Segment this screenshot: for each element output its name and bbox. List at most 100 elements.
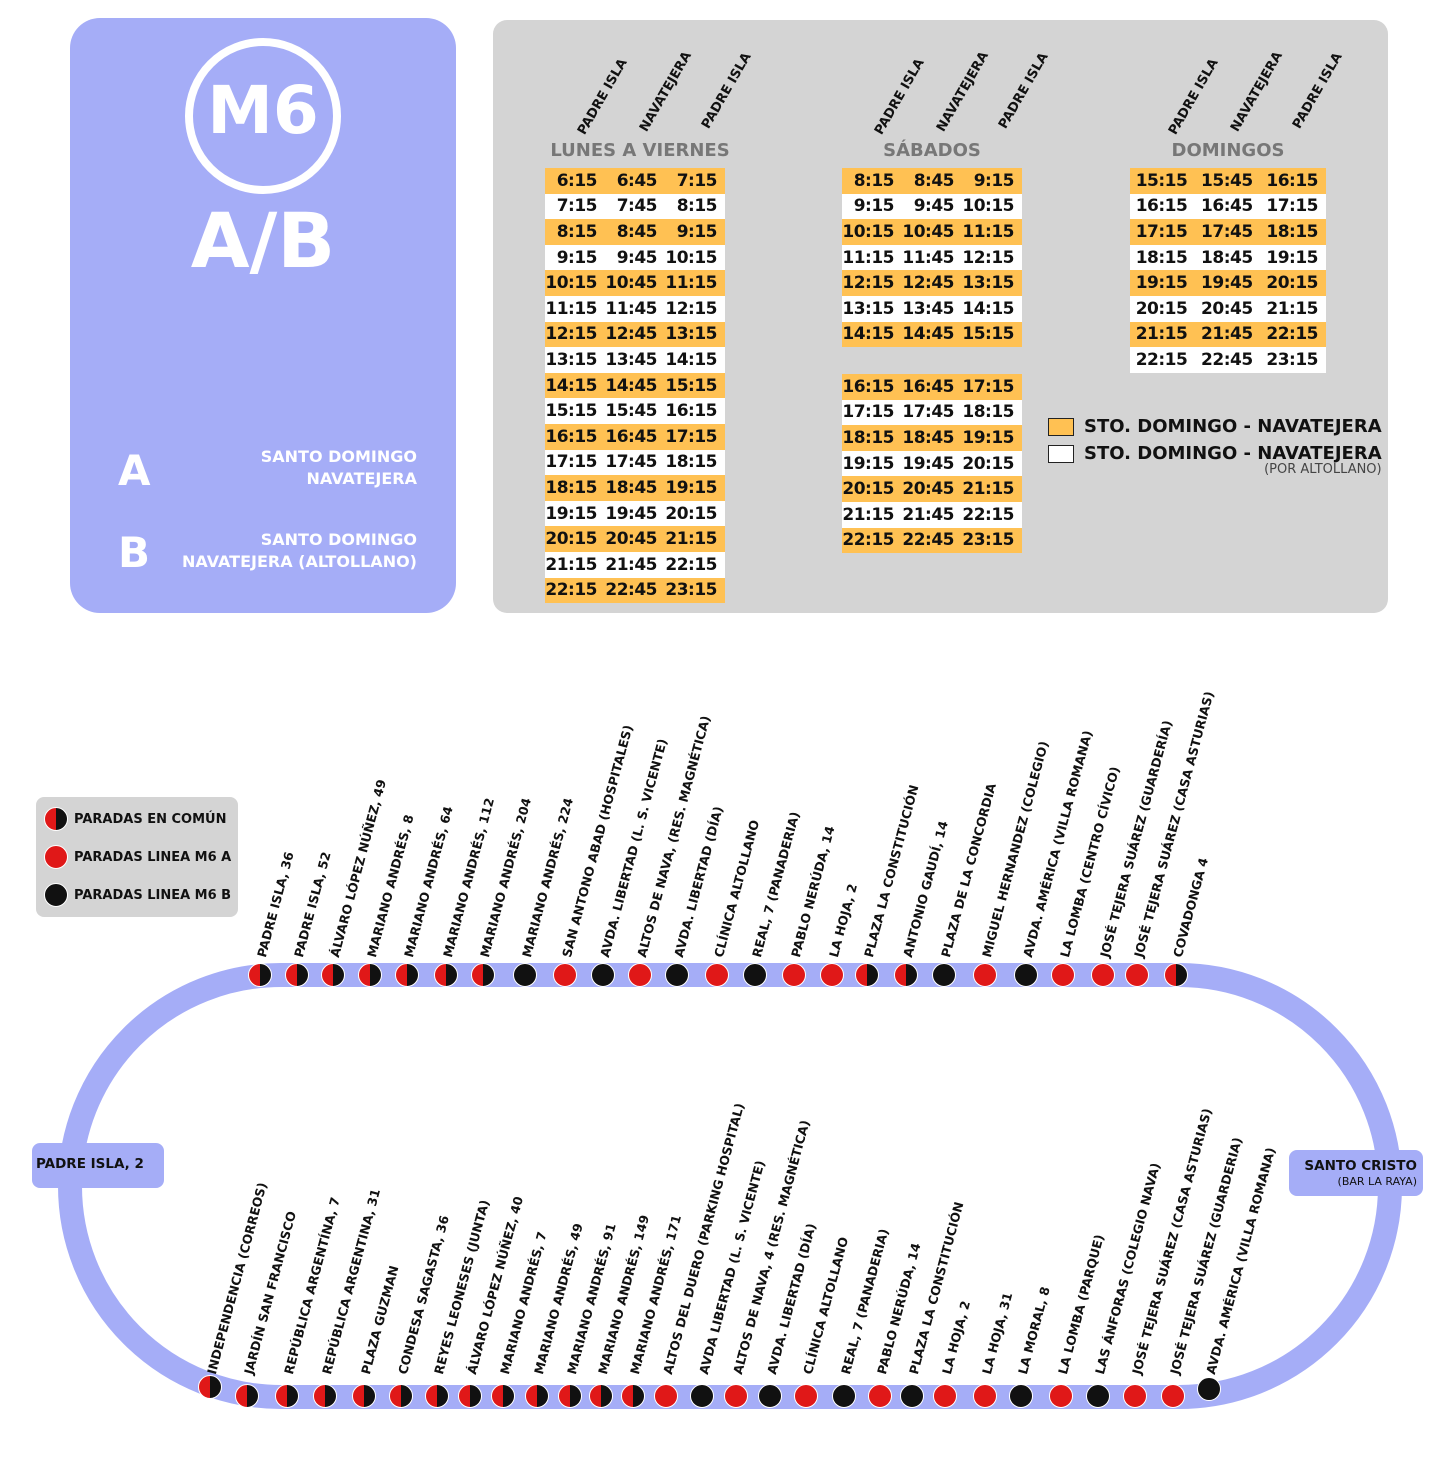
stop-dot-b	[932, 963, 956, 987]
stop-dot-common	[352, 1384, 376, 1408]
departure-time: 15:15	[962, 324, 1014, 345]
stop-dot-b	[1014, 963, 1038, 987]
route-a-line1: SANTO DOMINGO	[260, 447, 417, 466]
departure-time: 20:45	[605, 529, 657, 550]
stop-dot-b	[591, 963, 615, 987]
departure-time: 15:15	[665, 375, 717, 396]
departure-time: 17:15	[665, 426, 717, 447]
departure-time: 21:15	[842, 504, 894, 525]
departure-time: 20:45	[1201, 298, 1253, 319]
departure-time: 13:45	[605, 349, 657, 370]
departure-time: 18:15	[665, 452, 717, 473]
stop-dot-common	[434, 963, 458, 987]
saturday-title: SÁBADOS	[883, 140, 981, 161]
line-code: M6	[207, 72, 319, 149]
stop-dot-a	[868, 1384, 892, 1408]
stop-dot-a	[1049, 1384, 1073, 1408]
departure-time: 15:45	[1201, 170, 1253, 191]
departure-time: 16:15	[1266, 170, 1318, 191]
departure-time: 10:15	[962, 196, 1014, 217]
departure-time: 18:15	[1135, 247, 1188, 268]
stop-dot-common	[285, 963, 309, 987]
stop-dot-a	[973, 963, 997, 987]
stop-dot-a	[553, 963, 577, 987]
stop-dot-b	[44, 883, 68, 907]
departure-time: 16:45	[605, 426, 657, 447]
departure-time: 20:15	[962, 453, 1014, 474]
departure-time: 13:15	[842, 298, 894, 319]
departure-time: 18:45	[902, 427, 954, 448]
stop-dot-common	[44, 807, 68, 831]
departure-time: 21:15	[545, 554, 597, 575]
departure-time: 23:15	[1266, 349, 1318, 370]
departure-time: 21:15	[962, 479, 1014, 500]
departure-time: 13:15	[665, 324, 717, 345]
stop-dot-common	[313, 1384, 337, 1408]
stops-legend-label: PARADAS LINEA M6 B	[74, 887, 232, 903]
stop-dot-common	[471, 963, 495, 987]
stop-dot-a	[782, 963, 806, 987]
stop-dot-a	[724, 1384, 748, 1408]
departure-time: 12:15	[545, 324, 597, 345]
departure-time: 21:15	[665, 529, 717, 550]
departure-time: 19:45	[1201, 273, 1253, 294]
route-b-line2: NAVATEJERA (ALTOLLANO)	[182, 552, 417, 571]
stop-dot-common	[198, 1375, 222, 1399]
departure-time: 9:15	[853, 196, 895, 217]
stop-dot-common	[558, 1384, 582, 1408]
departure-time: 11:45	[605, 298, 657, 319]
departure-time: 18:45	[605, 477, 657, 498]
departure-time: 11:15	[842, 247, 894, 268]
timetable-legend: STO. DOMINGO - NAVATEJERA STO. DOMINGO -…	[1048, 416, 1382, 477]
departure-time: 12:45	[605, 324, 657, 345]
departure-time: 18:15	[962, 402, 1014, 423]
departure-time: 18:45	[1201, 247, 1253, 268]
departure-time: 19:15	[1135, 273, 1188, 294]
stops-legend: PARADAS EN COMÚN PARADAS LINEA M6 A PARA…	[36, 797, 238, 917]
departure-time: 14:15	[665, 349, 717, 370]
departure-time: 10:15	[545, 273, 597, 294]
departure-time: 17:15	[1135, 221, 1188, 242]
legend-label-b: STO. DOMINGO - NAVATEJERA	[1084, 443, 1382, 464]
terminal-right: SANTO CRISTO (BAR LA RAYA)	[1289, 1150, 1423, 1196]
stop-dot-b	[1197, 1377, 1221, 1401]
departure-time: 11:15	[962, 221, 1014, 242]
stop-dot-b	[758, 1384, 782, 1408]
departure-time: 22:45	[902, 530, 954, 551]
departure-time: 6:45	[616, 170, 658, 191]
departure-time: 7:15	[556, 196, 598, 217]
departure-time: 14:15	[545, 375, 597, 396]
route-b-line1: SANTO DOMINGO	[260, 530, 417, 549]
departure-time: 22:15	[1135, 349, 1188, 370]
stop-dot-a	[44, 845, 68, 869]
departure-time: 21:15	[1266, 298, 1318, 319]
legend-swatch-b	[1048, 444, 1074, 463]
departure-time: 18:15	[545, 477, 597, 498]
departure-time: 21:15	[1135, 324, 1188, 345]
departure-time: 8:15	[556, 221, 598, 242]
stop-dot-b	[665, 963, 689, 987]
departure-time: 23:15	[962, 530, 1014, 551]
departure-time: 22:15	[665, 554, 717, 575]
